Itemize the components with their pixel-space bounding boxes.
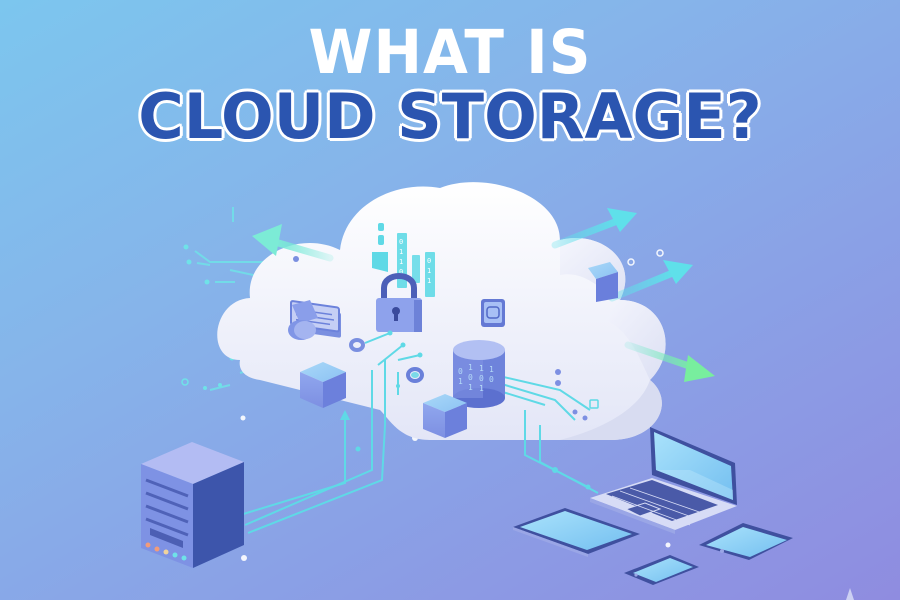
chip-icon	[481, 299, 505, 327]
circuit-nodes-center	[340, 330, 591, 490]
svg-text:0: 0	[468, 373, 473, 382]
phone-icon	[624, 555, 699, 585]
small-tablet-icon	[699, 523, 793, 560]
binary-digits: 0 1 1 0 0 1 1	[399, 238, 431, 285]
small-cube-behind-cloud	[588, 262, 618, 302]
laptop-icon	[590, 427, 737, 534]
upload-arrow-right-top	[551, 208, 637, 249]
ring-icons	[349, 338, 424, 383]
svg-text:0: 0	[399, 268, 403, 276]
circuit-dots-right	[555, 369, 599, 421]
circuit-lines-center	[239, 332, 599, 534]
svg-text:1: 1	[489, 365, 494, 374]
title: WHAT IS CLOUD STORAGE?	[0, 16, 900, 154]
svg-text:1: 1	[399, 258, 403, 266]
cube-icon-right	[423, 394, 467, 438]
sparkle-icon	[846, 588, 854, 600]
server-tower-icon	[141, 442, 244, 568]
svg-text:1: 1	[468, 363, 473, 372]
svg-text:1: 1	[479, 384, 484, 393]
padlock-icon	[376, 273, 422, 332]
svg-text:1: 1	[427, 277, 431, 285]
svg-text:1: 1	[468, 383, 473, 392]
svg-text:1: 1	[399, 248, 403, 256]
shield-token-icon	[288, 300, 318, 340]
svg-text:0: 0	[489, 375, 494, 384]
database-icon: 01 101 101 10	[453, 340, 505, 408]
svg-text:1: 1	[479, 364, 484, 373]
upload-arrow-right-middle	[608, 260, 693, 302]
download-arrow-right-green	[624, 341, 715, 382]
upload-arrow-left	[252, 224, 334, 262]
title-line-1: WHAT IS	[308, 16, 592, 88]
tablet-icon	[513, 508, 640, 557]
svg-text:1: 1	[427, 267, 431, 275]
svg-text:0: 0	[427, 257, 431, 265]
svg-text:0: 0	[399, 238, 403, 246]
svg-text:0: 0	[458, 367, 463, 376]
title-line-2: CLOUD STORAGE?	[137, 80, 763, 153]
svg-text:1: 1	[458, 377, 463, 386]
cube-icon-left	[300, 362, 346, 408]
svg-text:0: 0	[479, 374, 484, 383]
